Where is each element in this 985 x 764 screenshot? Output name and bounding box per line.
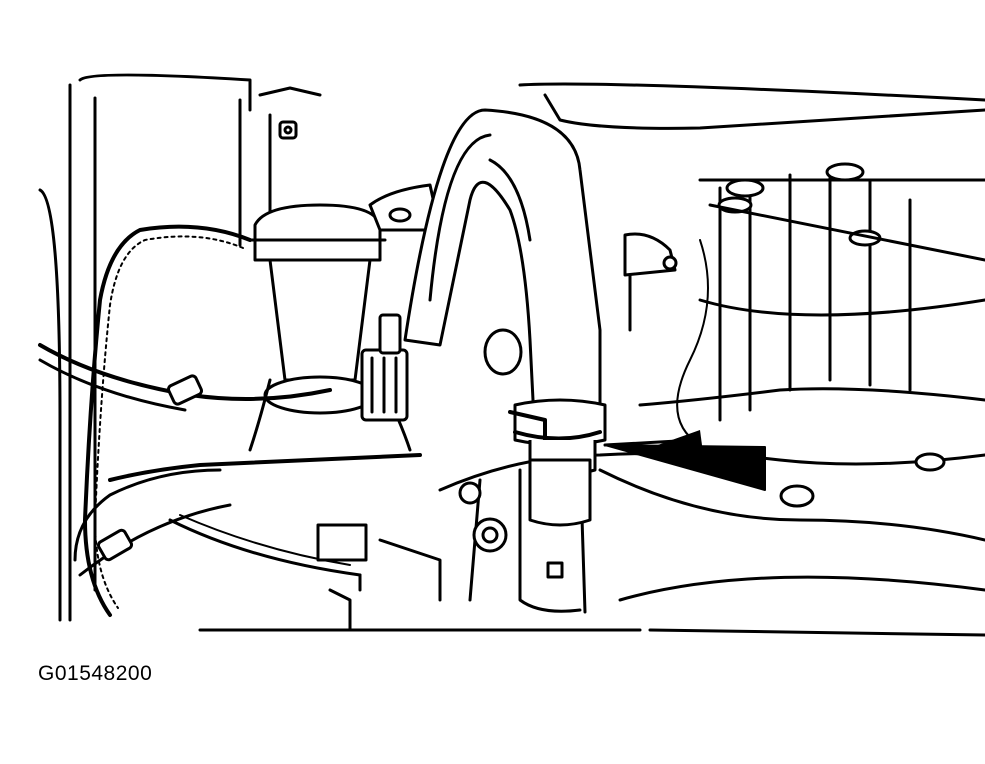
housing-boss [483, 328, 523, 376]
wire-loom [83, 224, 252, 617]
electrical-connector [360, 313, 409, 422]
wiring-harness [38, 239, 709, 592]
filler-neck-cap [248, 203, 412, 452]
sensor-bracket [623, 232, 678, 332]
bracket-bolts [278, 120, 298, 140]
lower-block [316, 523, 442, 632]
pointer-arrow-icon [603, 430, 766, 491]
coolant-hose [403, 108, 602, 442]
figure-id-label: G01548200 [38, 662, 153, 685]
outlet-pipe [528, 458, 592, 527]
engine-block-background [518, 82, 985, 422]
left-bracket-structure [38, 73, 322, 622]
